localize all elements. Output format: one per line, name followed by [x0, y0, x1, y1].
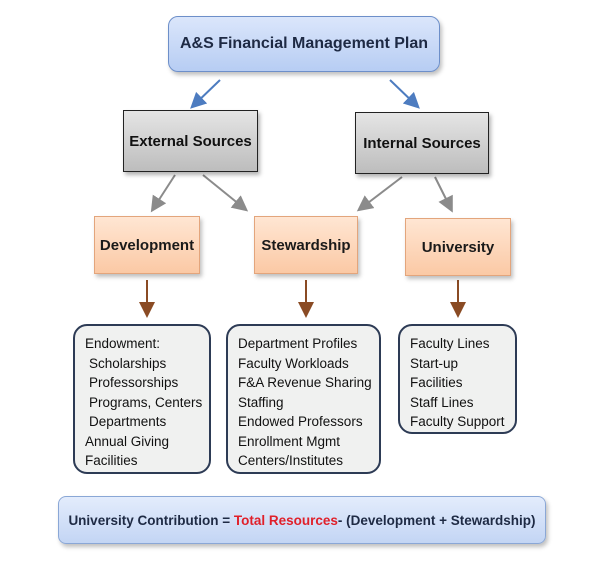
arrow-internal-to-university	[434, 176, 453, 213]
list-item: F&A Revenue Sharing	[238, 375, 372, 390]
formula-highlight: Total Resources	[233, 512, 338, 528]
list-item: Start-up	[410, 355, 459, 371]
university-box: University	[405, 218, 511, 276]
list-item: Centers/Institutes	[238, 453, 344, 468]
list-item: Programs, Centers	[89, 394, 203, 410]
stewardship-box: Stewardship	[254, 216, 358, 274]
formula-suffix: - (Development + Stewardship)	[337, 512, 536, 528]
list-item: Facilities	[85, 453, 138, 468]
list-item: Endowed Professors	[238, 414, 363, 429]
list-item: Faculty Support	[410, 414, 505, 429]
internal-sources-box: Internal Sources	[355, 112, 489, 174]
list-item: Department Profiles	[238, 336, 358, 351]
list-item: Faculty Lines	[410, 336, 490, 351]
formula-prefix: University Contribution =	[68, 512, 234, 528]
stewardship-list: Department Profiles Faculty Workloads F&…	[226, 324, 381, 474]
plan-title: A&S Financial Management Plan	[168, 16, 440, 72]
contribution-formula: University Contribution = Total Resource…	[58, 496, 546, 544]
arrow-internal-to-stewardship	[356, 176, 403, 212]
arrow-title-to-internal	[389, 79, 420, 109]
list-item: Enrollment Mgmt	[238, 433, 341, 449]
external-sources-box: External Sources	[123, 110, 258, 172]
list-item: Scholarships	[89, 355, 167, 371]
list-item: Faculty Workloads	[238, 355, 349, 371]
list-item: Staff Lines	[410, 394, 474, 410]
list-item: Endowment:	[85, 336, 161, 351]
list-item: Facilities	[410, 375, 463, 390]
development-box: Development	[94, 216, 200, 274]
list-item: Annual Giving	[85, 433, 170, 449]
list-item: Staffing	[238, 394, 284, 410]
university-list: Faculty Lines Start-up Facilities Staff …	[398, 324, 517, 434]
arrow-title-to-external	[190, 79, 221, 109]
development-list: Endowment: Scholarships Professorships P…	[73, 324, 211, 474]
list-item: Departments	[89, 414, 167, 429]
arrow-external-to-development	[150, 174, 176, 213]
list-item: Professorships	[89, 375, 179, 390]
arrow-external-to-stewardship	[202, 174, 249, 212]
